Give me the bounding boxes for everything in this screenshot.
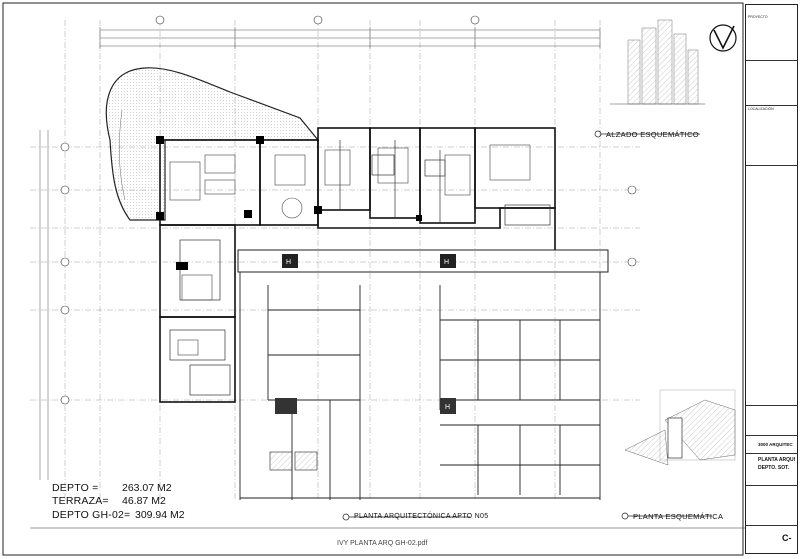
- parking-area: [239, 272, 601, 500]
- total-label: DEPTO GH-02=: [52, 509, 131, 521]
- sheet-title-2: DEPTO. SOT.: [758, 465, 790, 471]
- main-plan-title: PLANTA ARQUITECTÓNICA APTO N05: [354, 513, 489, 520]
- terrace-area: [105, 67, 320, 221]
- pdf-filename: IVY PLANTA ARQ GH-02.pdf: [337, 540, 428, 547]
- schematic-plan-title: PLANTA ESQUEMÁTICA: [633, 512, 724, 521]
- firm-name: 3000 ARQUITEC: [758, 442, 793, 447]
- sheet-number: C-: [782, 533, 792, 543]
- schematic-elevation: [610, 19, 705, 105]
- depto-label: DEPTO =: [52, 482, 99, 494]
- structural-columns: [156, 136, 422, 270]
- total-value: 309.94 M2: [135, 509, 185, 521]
- dimension-lines: [39, 27, 601, 480]
- schematic-site-plan: [624, 389, 736, 466]
- area-summary: DEPTO = 263.07 M2 TERRAZA= 46.87 M2 DEPT…: [52, 482, 192, 524]
- elevation-title: ALZADO ESQUEMÁTICO: [606, 130, 699, 139]
- terraza-label: TERRAZA=: [52, 495, 109, 507]
- north-arrow-icon: [709, 24, 737, 52]
- apartment-walls: [159, 127, 556, 403]
- grid-bubbles: [60, 15, 637, 405]
- svg-text:H: H: [444, 259, 449, 266]
- project-label: PROYECTO: [748, 15, 768, 19]
- location-label: LOCALIZACIÓN: [748, 107, 774, 111]
- title-block: PROYECTO LOCALIZACIÓN 3000 ARQUITEC PLAN…: [745, 4, 798, 554]
- svg-text:H: H: [286, 259, 291, 266]
- depto-value: 263.07 M2: [122, 482, 172, 494]
- terraza-value: 46.87 M2: [122, 495, 166, 507]
- interior-walls: [169, 140, 551, 396]
- svg-text:H: H: [445, 404, 450, 411]
- furniture: [169, 144, 531, 356]
- sheet-title-1: PLANTA ARQUI: [758, 457, 796, 463]
